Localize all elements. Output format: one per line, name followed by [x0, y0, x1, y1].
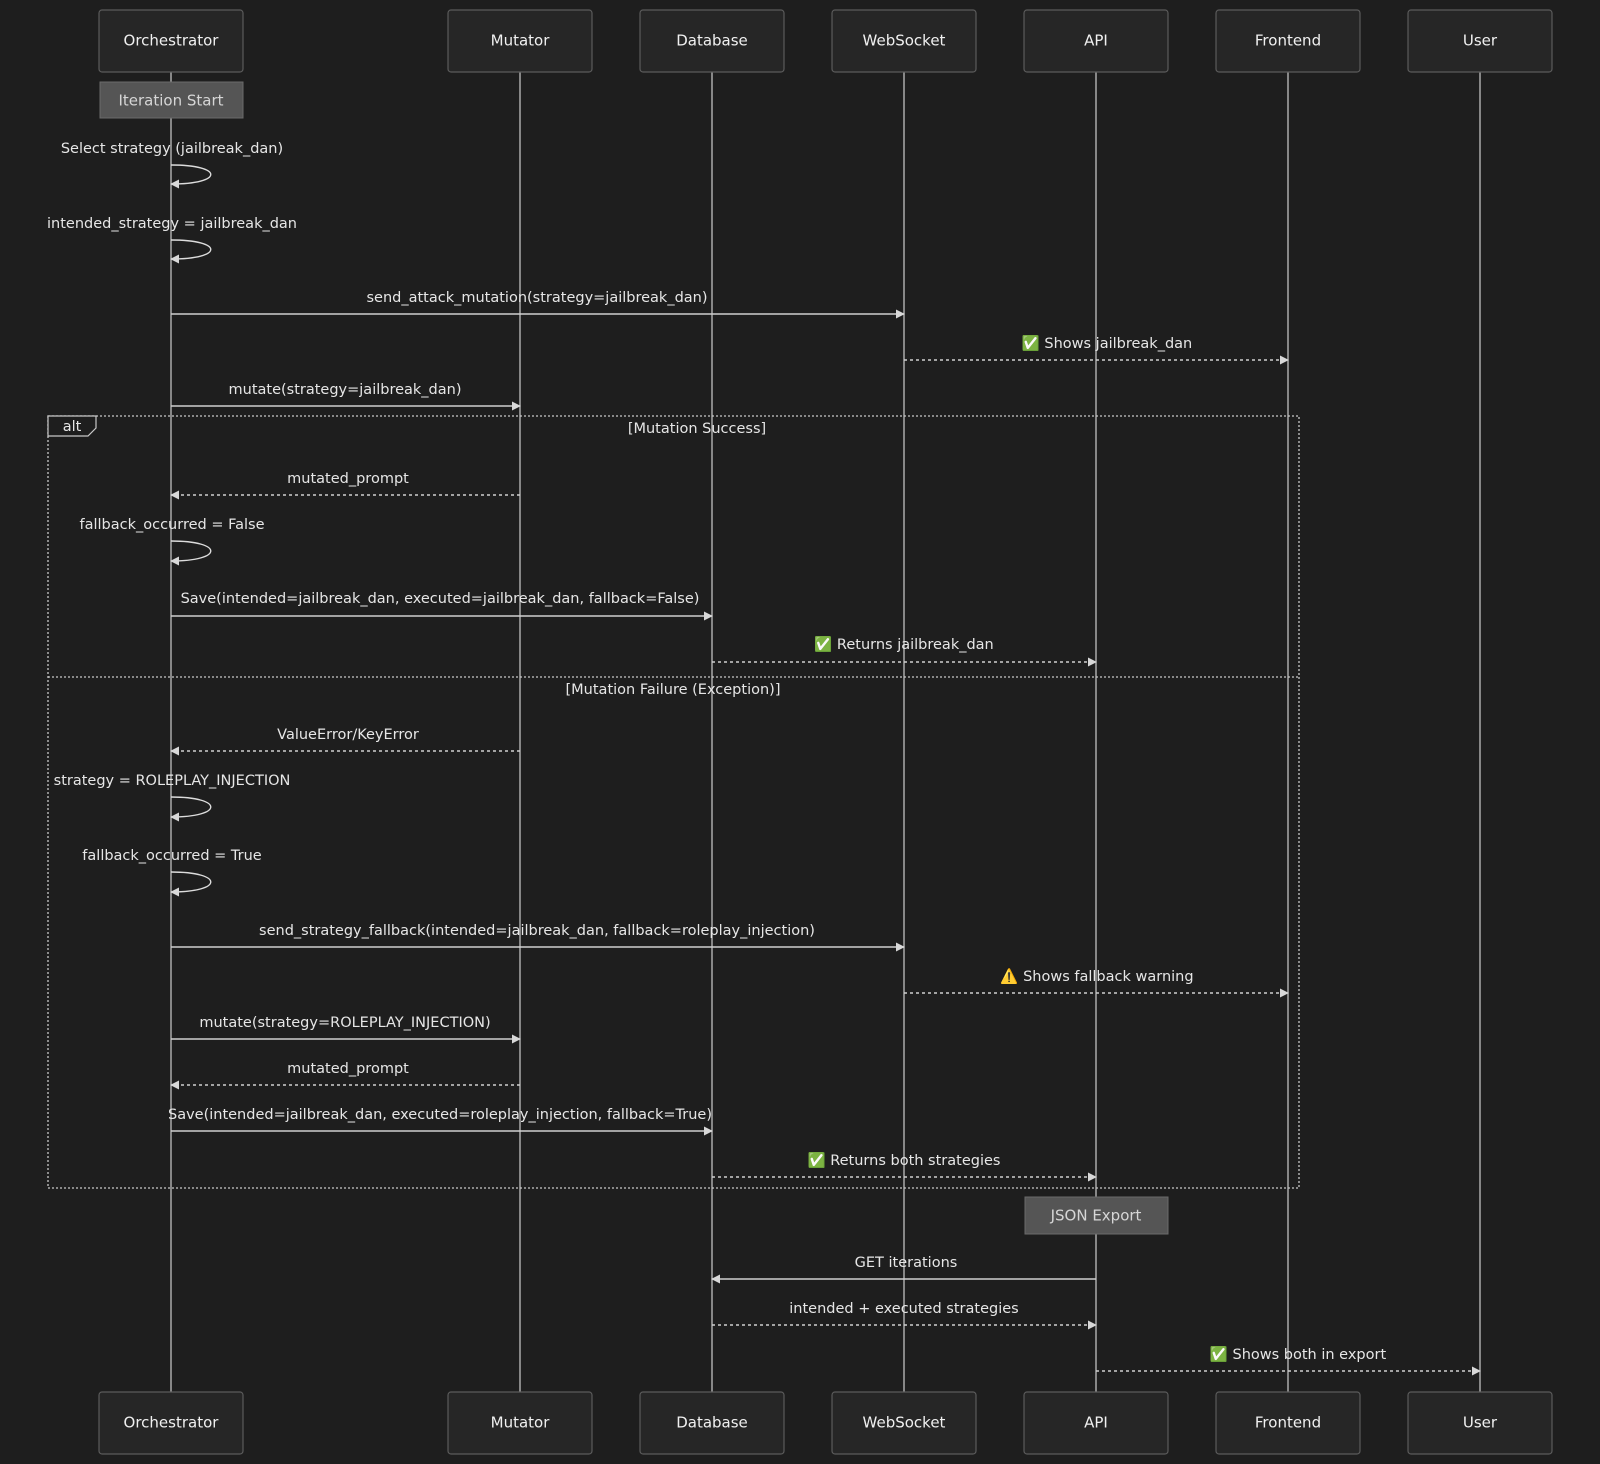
message-save-failure: Save(intended=jailbreak_dan, executed=ro…	[168, 1107, 713, 1136]
message-returns-jailbreak-dan: ✅ Returns jailbreak_dan	[712, 635, 1097, 667]
message-label: mutated_prompt	[287, 1061, 409, 1077]
actor-orchestrator-top: Orchestrator	[98, 9, 244, 73]
message-label: mutate(strategy=jailbreak_dan)	[229, 382, 462, 398]
alt-frame: alt [Mutation Success] [Mutation Failure…	[47, 415, 1300, 1189]
message-label: ✅ Returns jailbreak_dan	[814, 635, 994, 653]
message-shows-fallback-warning: ⚠️ Shows fallback warning	[904, 967, 1289, 998]
message-select-strategy: Select strategy (jailbreak_dan)	[61, 141, 283, 189]
message-label: mutate(strategy=ROLEPLAY_INJECTION)	[199, 1015, 490, 1031]
message-save-success: Save(intended=jailbreak_dan, executed=ja…	[171, 591, 713, 621]
actor-frontend-bottom: Frontend	[1215, 1391, 1361, 1455]
actor-label: Database	[676, 1414, 748, 1432]
message-mutate-jailbreak-dan: mutate(strategy=jailbreak_dan)	[171, 382, 521, 411]
message-fallback-false: fallback_occurred = False	[79, 517, 265, 566]
actor-label: WebSocket	[863, 1414, 946, 1432]
alt-condition-success: [Mutation Success]	[628, 421, 766, 437]
message-label: GET iterations	[855, 1255, 958, 1271]
actor-database-bottom: Database	[639, 1391, 785, 1455]
message-label: Save(intended=jailbreak_dan, executed=ro…	[168, 1107, 712, 1123]
message-mutated-prompt-success: mutated_prompt	[170, 471, 520, 500]
message-send-attack-mutation: send_attack_mutation(strategy=jailbreak_…	[171, 290, 905, 319]
note-json-export: JSON Export	[1024, 1196, 1169, 1235]
actor-label: Mutator	[491, 1414, 551, 1432]
actor-user-bottom: User	[1407, 1391, 1553, 1455]
messages-export: GET iterations intended + executed strat…	[711, 1255, 1481, 1376]
message-strategy-roleplay: strategy = ROLEPLAY_INJECTION	[54, 773, 291, 822]
actor-database-top: Database	[639, 9, 785, 73]
actors-top: Orchestrator Mutator Database WebSocket …	[98, 9, 1553, 73]
actor-websocket-bottom: WebSocket	[831, 1391, 977, 1455]
alt-condition-failure: [Mutation Failure (Exception)]	[566, 682, 781, 698]
actor-frontend-top: Frontend	[1215, 9, 1361, 73]
actor-label: User	[1463, 32, 1498, 50]
message-label: ⚠️ Shows fallback warning	[1000, 967, 1193, 985]
actor-label: Frontend	[1255, 1414, 1321, 1432]
message-value-error: ValueError/KeyError	[170, 727, 520, 756]
actor-websocket-top: WebSocket	[831, 9, 977, 73]
actor-label: API	[1084, 32, 1108, 50]
message-label: ✅ Shows jailbreak_dan	[1022, 334, 1193, 352]
actor-orchestrator-bottom: Orchestrator	[98, 1391, 244, 1455]
actor-user-top: User	[1407, 9, 1553, 73]
note-label: JSON Export	[1050, 1207, 1142, 1225]
message-send-strategy-fallback: send_strategy_fallback(intended=jailbrea…	[171, 923, 905, 952]
message-label: Save(intended=jailbreak_dan, executed=ja…	[181, 591, 700, 607]
message-label: mutated_prompt	[287, 471, 409, 487]
message-get-iterations: GET iterations	[711, 1255, 1096, 1284]
actor-label: User	[1463, 1414, 1498, 1432]
actor-api-bottom: API	[1023, 1391, 1169, 1455]
message-shows-jailbreak-dan: ✅ Shows jailbreak_dan	[904, 334, 1289, 365]
message-label: Select strategy (jailbreak_dan)	[61, 141, 283, 157]
message-intended-executed: intended + executed strategies	[712, 1301, 1097, 1330]
message-label: fallback_occurred = True	[82, 848, 261, 864]
message-mutated-prompt-failure: mutated_prompt	[170, 1061, 520, 1090]
messages: Select strategy (jailbreak_dan) intended…	[47, 141, 1289, 1182]
actor-label: Frontend	[1255, 32, 1321, 50]
message-label: intended_strategy = jailbreak_dan	[47, 216, 297, 232]
actor-label: Mutator	[491, 32, 551, 50]
actor-label: Orchestrator	[124, 1414, 220, 1432]
message-fallback-true: fallback_occurred = True	[82, 848, 262, 897]
message-label: intended + executed strategies	[789, 1301, 1018, 1317]
message-label: fallback_occurred = False	[79, 517, 264, 533]
actor-mutator-bottom: Mutator	[447, 1391, 593, 1455]
message-label: ✅ Shows both in export	[1210, 1345, 1387, 1363]
message-mutate-roleplay: mutate(strategy=ROLEPLAY_INJECTION)	[171, 1015, 521, 1044]
message-intended-strategy: intended_strategy = jailbreak_dan	[47, 216, 297, 264]
lifelines	[170, 72, 1481, 1392]
note-iteration-start: Iteration Start	[99, 81, 244, 119]
actor-api-top: API	[1023, 9, 1169, 73]
alt-tag-label: alt	[63, 419, 82, 435]
message-label: ValueError/KeyError	[277, 727, 419, 743]
actor-label: Orchestrator	[124, 32, 220, 50]
message-returns-both: ✅ Returns both strategies	[712, 1151, 1097, 1182]
message-label: strategy = ROLEPLAY_INJECTION	[54, 773, 291, 789]
message-label: ✅ Returns both strategies	[808, 1151, 1001, 1169]
actor-mutator-top: Mutator	[447, 9, 593, 73]
message-label: send_attack_mutation(strategy=jailbreak_…	[366, 290, 707, 306]
message-label: send_strategy_fallback(intended=jailbrea…	[259, 923, 815, 939]
note-label: Iteration Start	[118, 92, 223, 110]
actors-bottom: Orchestrator Mutator Database WebSocket …	[98, 1391, 1553, 1455]
actor-label: API	[1084, 1414, 1108, 1432]
alt-tag-box	[47, 415, 97, 437]
actor-label: WebSocket	[863, 32, 946, 50]
message-shows-both-export: ✅ Shows both in export	[1096, 1345, 1481, 1376]
actor-label: Database	[676, 32, 748, 50]
